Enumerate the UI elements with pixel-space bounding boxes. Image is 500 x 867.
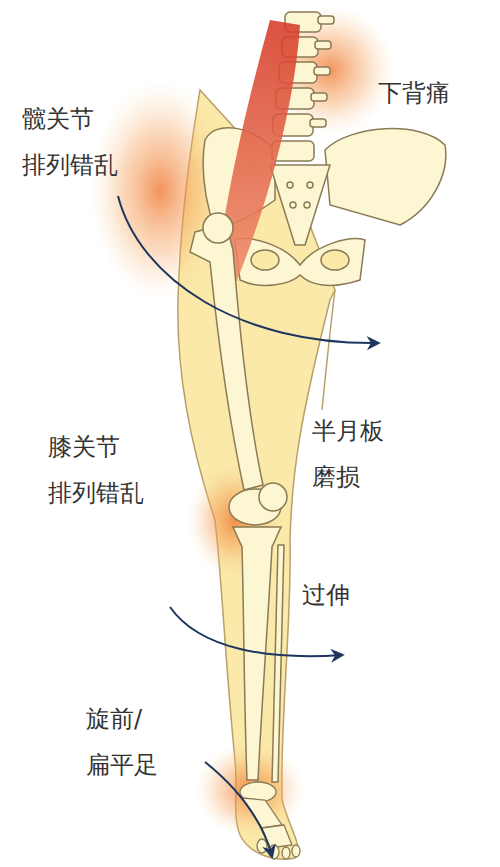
illustration-part <box>287 182 293 188</box>
illustration-part <box>292 845 300 857</box>
illustration-part <box>282 847 290 859</box>
illustration-part <box>315 41 331 49</box>
illustration-part <box>257 839 267 853</box>
illustration-part <box>242 798 282 828</box>
annotation-label: 旋前/ 扁平足 <box>86 696 158 788</box>
illustration-part <box>311 93 327 101</box>
illustration-part <box>203 213 233 243</box>
annotation-label: 半月板 磨损 <box>312 408 384 500</box>
illustration-part <box>325 129 446 225</box>
illustration-part <box>322 290 335 410</box>
illustration-part <box>272 545 284 782</box>
annotation-label: 髋关节 排列错乱 <box>22 96 118 188</box>
illustration-part <box>290 202 296 208</box>
illustration-part <box>251 250 279 270</box>
illustration-part <box>235 239 365 286</box>
illustration-part <box>270 165 330 245</box>
illustration-part <box>190 224 263 490</box>
illustration-part <box>314 67 330 75</box>
annotation-label: 下背痛 <box>378 70 450 116</box>
illustration-part <box>321 250 349 270</box>
illustration-part <box>304 202 310 208</box>
illustration-part <box>170 607 342 656</box>
illustration-part <box>205 762 272 856</box>
illustration-part <box>118 196 378 343</box>
annotation-label: 过伸 <box>302 572 350 618</box>
illustration-part <box>318 16 334 24</box>
illustration-part <box>307 182 313 188</box>
illustration-part <box>310 119 326 127</box>
annotation-label: 膝关节 排列错乱 <box>48 424 144 516</box>
femur <box>190 213 287 525</box>
illustration-part <box>259 483 287 511</box>
